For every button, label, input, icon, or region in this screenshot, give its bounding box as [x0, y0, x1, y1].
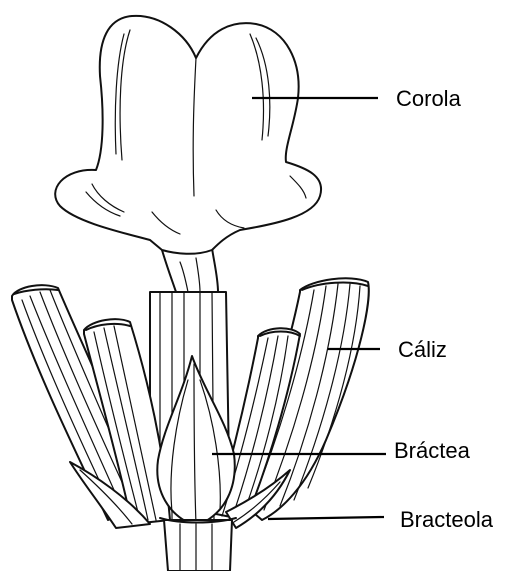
label-caliz: Cáliz: [398, 339, 447, 361]
corolla: [55, 16, 321, 254]
label-bractea: Bráctea: [394, 440, 470, 462]
stem: [160, 518, 236, 571]
label-bracteola: Bracteola: [400, 509, 493, 531]
label-corola: Corola: [396, 88, 461, 110]
leader-bracteola: [268, 517, 384, 519]
